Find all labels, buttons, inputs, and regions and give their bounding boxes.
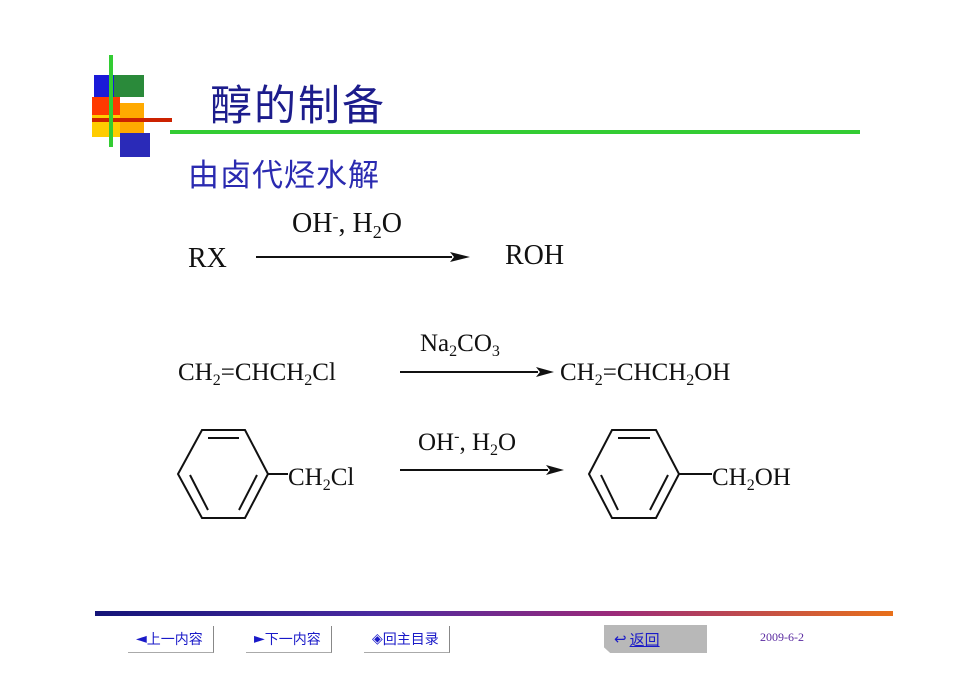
benzene-ring-icon: [176, 429, 288, 519]
reaction3-arrow: [400, 465, 564, 475]
slide-date: 2009-6-2: [760, 630, 804, 644]
reaction1-arrow: [256, 252, 470, 262]
reaction1-reactant: RX: [188, 243, 227, 274]
title-divider: [170, 130, 860, 134]
reaction2-reagent: Na2CO3: [420, 330, 500, 360]
main-toc-button[interactable]: ◈ 回主目录: [364, 626, 450, 653]
page-subtitle: 由卤代烃水解: [188, 158, 380, 194]
reaction2-arrow: [400, 367, 554, 377]
next-content-label: 下一内容: [264, 632, 321, 648]
reaction3-product-group: CH2OH: [712, 464, 791, 494]
diamond-icon: ◈: [372, 631, 383, 647]
previous-content-button[interactable]: ◄ 上一内容: [128, 626, 214, 653]
page-title: 醇的制备: [210, 81, 387, 130]
previous-content-label: 上一内容: [146, 632, 203, 648]
back-label: 返回: [629, 630, 660, 649]
benzene-ring-icon: [587, 429, 712, 519]
reaction3-reagent: OH-, H2O: [418, 428, 517, 459]
triangle-right-icon: ►: [254, 631, 265, 647]
next-content-button[interactable]: ► 下一内容: [246, 626, 332, 653]
slide-logo: [92, 55, 172, 157]
triangle-left-icon: ◄: [136, 631, 147, 647]
reaction2-product: CH2=CHCH2OH: [560, 359, 731, 389]
reaction2-reactant: CH2=CHCH2Cl: [178, 359, 336, 389]
back-button[interactable]: ↩ 返回: [604, 625, 707, 653]
reaction1-reagent: OH-, H2O: [292, 206, 402, 242]
return-arrow-icon: ↩: [614, 630, 627, 648]
footer-divider: [95, 611, 893, 616]
reaction3-reactant-group: CH2Cl: [288, 464, 355, 494]
reaction1-product: ROH: [505, 240, 565, 271]
main-toc-label: 回主目录: [382, 632, 439, 648]
